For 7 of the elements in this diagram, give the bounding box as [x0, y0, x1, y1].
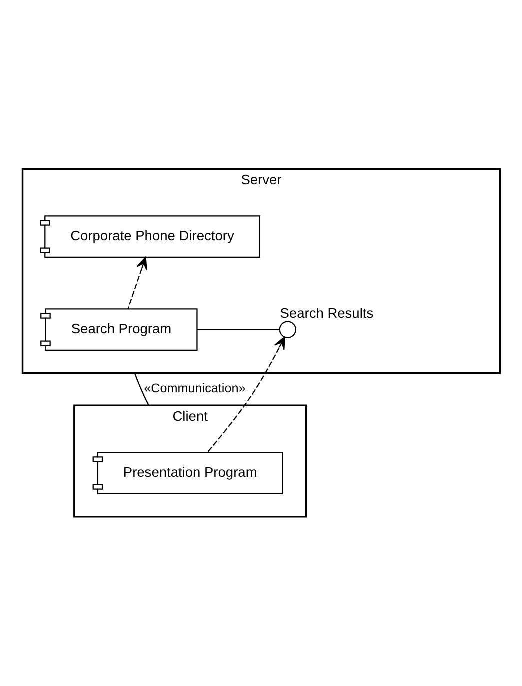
- connector: [197, 329, 280, 330]
- arrow: [206, 336, 285, 453]
- connector: [134, 373, 149, 406]
- edge-label: «Communication»: [144, 382, 246, 396]
- node-circle: [278, 321, 296, 338]
- arrow: [127, 257, 147, 310]
- node-label: Search Results: [280, 306, 374, 321]
